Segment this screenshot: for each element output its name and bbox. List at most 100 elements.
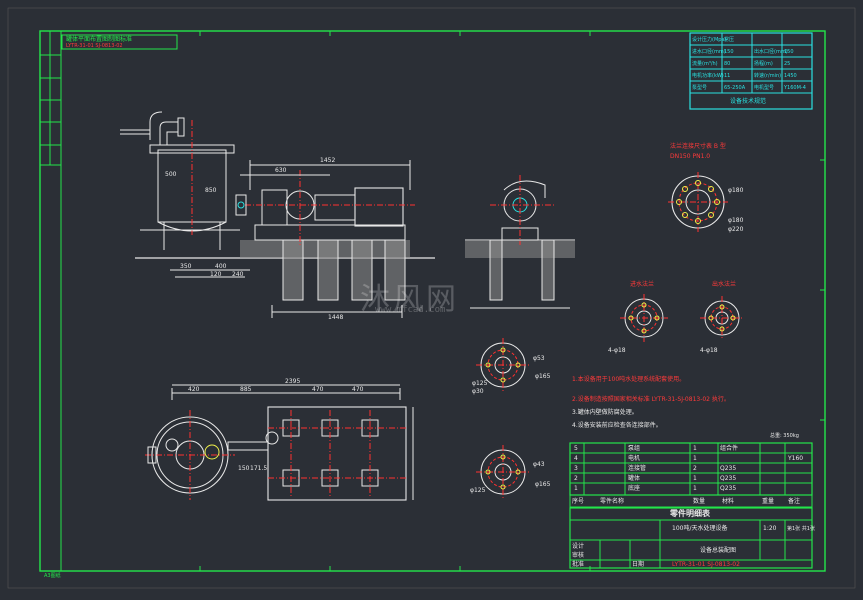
params-r3c3: 1450 (784, 73, 797, 79)
bom-r1-note: Y160 (787, 455, 803, 462)
flange-3 (700, 296, 744, 340)
dim-150: 150 (238, 465, 250, 472)
bom-r0-name: 泵组 (628, 444, 640, 452)
dim-470a: 470 (312, 386, 324, 393)
bom-title: 零件明细表 (669, 508, 711, 518)
tb-sheet: 第1张 共1张 (787, 525, 815, 532)
params-r2c3: 25 (784, 61, 790, 67)
dim-470b: 470 (352, 386, 364, 393)
bom-h-no: 序号 (572, 497, 584, 505)
dim-1715: 171.5 (250, 465, 267, 472)
params-r0c0: 设计压力(Mpa) (692, 36, 727, 43)
params-r4c0: 泵型号 (692, 84, 707, 91)
bom-h-wt: 重量 (762, 497, 774, 505)
watermark-logo: 沐风网 (360, 282, 459, 317)
params-r0c1: 常压 (724, 36, 734, 43)
plan-view (145, 384, 414, 501)
dim-1448: 1448 (328, 314, 343, 321)
note-2: 2.设备制造按照国家相关标准 LYTR-31-SJ-0813-02 执行。 (572, 395, 730, 403)
header-note-line1: 罐体平面布置图制图标准 (66, 35, 132, 43)
params-r4c2: 电机型号 (754, 84, 774, 91)
params-r2c0: 流量(m³/h) (692, 60, 718, 67)
bom-r2-qty: 2 (693, 465, 697, 472)
bom-r1-name: 电机 (628, 454, 640, 462)
flange2-bolt: 4-φ18 (608, 347, 626, 354)
bom-r2-mat: Q235 (720, 465, 736, 472)
note-3: 3.罐体内壁做防腐处理。 (572, 408, 638, 416)
dim-420: 420 (188, 386, 200, 393)
header-note-box (61, 34, 178, 50)
dim-2395: 2395 (285, 378, 300, 385)
bom-h-name: 零件名称 (600, 497, 624, 505)
title-block-grid (569, 507, 813, 569)
bom-r3-name: 罐体 (628, 474, 640, 482)
flange3-title: 出水法兰 (712, 280, 736, 288)
dim-350: 350 (180, 263, 192, 270)
flange4-d30: φ30 (472, 388, 484, 395)
params-r4c1: 65-250A (724, 85, 746, 91)
bom-r3-no: 2 (574, 475, 578, 482)
tb-date: 日期 (632, 560, 644, 568)
flange5-d165: φ165 (535, 481, 551, 488)
tb-drawing-no: LYTR-31-01 SJ-0813-02 (672, 561, 740, 568)
flange1-title: 法兰连接尺寸表 B 型 (670, 142, 726, 150)
bom-r1-qty: 1 (693, 455, 697, 462)
flange1-sub: DN150 PN1.0 (670, 153, 710, 160)
flange4-d165: φ165 (535, 373, 551, 380)
bom-r1-no: 4 (574, 455, 578, 462)
front-elevation (120, 111, 435, 318)
bom-table-grid (569, 442, 813, 508)
watermark-url: www.mfcad.com (375, 305, 446, 315)
note-4: 4.设备安装前应检查各连接部件。 (572, 421, 662, 429)
flange4-d53: φ53 (533, 355, 545, 362)
dim-850: 850 (205, 187, 217, 194)
bom-h-mat: 材料 (722, 497, 734, 505)
flange1-d180b: φ180 (728, 217, 744, 224)
params-table (689, 32, 813, 110)
params-r2c1: 80 (724, 61, 730, 67)
flange3-bolt: 4-φ18 (700, 347, 718, 354)
left-strip-cells (40, 54, 61, 166)
outer-frame (39, 30, 826, 572)
side-elevation (465, 175, 575, 309)
bom-h-note: 备注 (788, 497, 800, 505)
bom-r0-mat: 组合件 (720, 444, 738, 452)
header-note-line2: LYTR-31-01 SJ-0813-02 (66, 43, 123, 49)
flange1-d180: φ180 (728, 187, 744, 194)
flange5-d43: φ43 (533, 461, 545, 468)
bom-r3-qty: 1 (693, 475, 697, 482)
bom-r4-qty: 1 (693, 485, 697, 492)
dim-885: 885 (240, 386, 252, 393)
bom-r2-no: 3 (574, 465, 578, 472)
notes-side: 总重: 350kg (770, 432, 799, 439)
flange2-title: 进水法兰 (630, 280, 654, 288)
dim-1452: 1452 (320, 157, 335, 164)
dim-630: 630 (275, 167, 287, 174)
params-r2c2: 扬程(m) (754, 60, 773, 67)
sheet-border (7, 7, 856, 589)
flange-2 (620, 294, 668, 342)
tb-design: 设计 (572, 542, 584, 550)
params-r4c3: Y160M-4 (783, 85, 806, 91)
tb-scale: 1:20 (763, 525, 777, 532)
dim-120: 120 (210, 271, 222, 278)
bom-r4-mat: Q235 (720, 485, 736, 492)
params-r3c0: 电机功率(kW) (692, 72, 724, 79)
flange4-d125: φ125 (472, 380, 488, 387)
note-1: 1.本设备用于100吨水处理系统配套使用。 (572, 375, 685, 383)
tb-project: 100吨/天水处理设备 (672, 524, 727, 532)
tb-drawing: 设备总装配图 (700, 546, 736, 554)
dim-240: 240 (232, 271, 244, 278)
bom-r4-no: 1 (574, 485, 578, 492)
flange-1 (668, 172, 728, 232)
bom-r3-mat: Q235 (720, 475, 736, 482)
params-r3c1: 11 (724, 73, 730, 79)
flange-4 (476, 338, 530, 392)
bom-r2-name: 连接管 (628, 464, 646, 472)
bom-h-qty: 数量 (693, 497, 705, 505)
flange5-d125: φ125 (470, 487, 486, 494)
tb-check: 审核 (572, 551, 584, 559)
params-r1c1: 150 (724, 49, 734, 55)
